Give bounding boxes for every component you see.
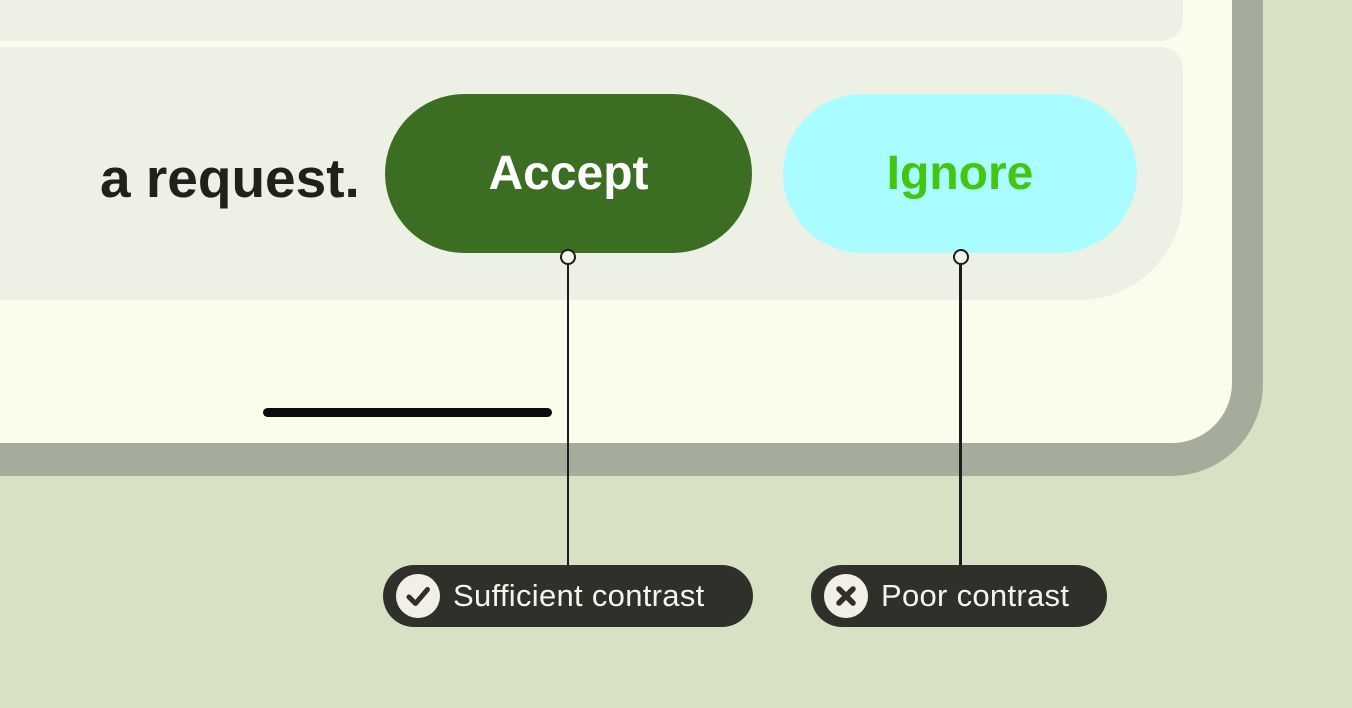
message-card: a request. Accept Ignore: [0, 47, 1183, 300]
check-circle-icon: [396, 574, 440, 618]
device-screen: a request. Accept Ignore: [0, 0, 1232, 443]
device-frame: a request. Accept Ignore: [0, 0, 1263, 476]
accept-button-label: Accept: [488, 147, 649, 200]
connector-dot-accept: [560, 249, 576, 265]
accept-button[interactable]: Accept: [385, 94, 752, 253]
connector-line-ignore: [959, 257, 962, 566]
card-top-partial: [0, 0, 1183, 41]
annotation-label: Sufficient contrast: [453, 578, 705, 613]
message-text: a request.: [100, 147, 360, 209]
connector-line-accept: [566, 257, 569, 566]
ignore-button[interactable]: Ignore: [783, 94, 1137, 253]
annotation-sufficient-contrast: Sufficient contrast: [383, 565, 753, 627]
ignore-button-label: Ignore: [886, 147, 1034, 200]
annotation-poor-contrast: Poor contrast: [811, 565, 1107, 627]
x-circle-icon: [824, 574, 868, 618]
home-indicator: [263, 408, 552, 417]
annotation-label: Poor contrast: [881, 578, 1070, 613]
connector-dot-ignore: [952, 249, 969, 265]
